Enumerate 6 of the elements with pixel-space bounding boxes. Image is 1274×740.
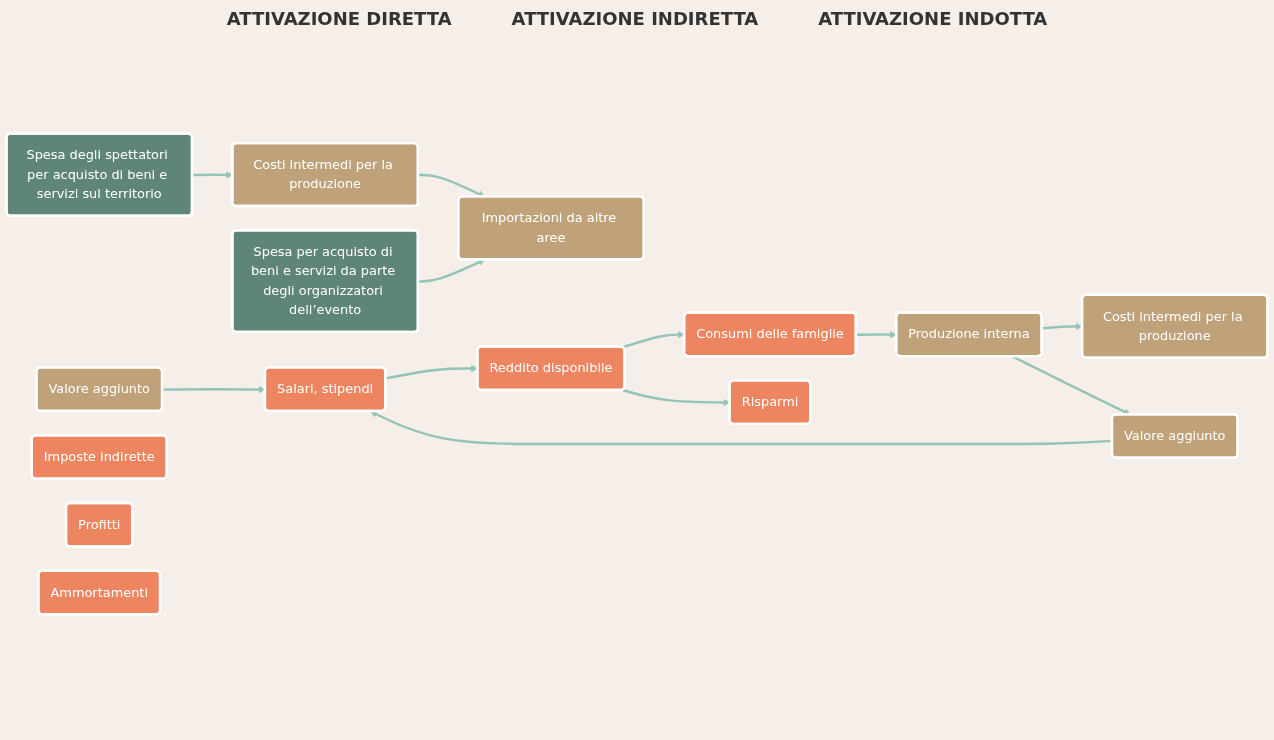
arrow [622, 331, 685, 349]
section-heading: ATTIVAZIONE INDIRETTA [511, 8, 759, 29]
arrow [418, 259, 485, 283]
section-heading: ATTIVAZIONE DIRETTA [226, 8, 452, 29]
arrow [856, 331, 897, 339]
section-heading: ATTIVAZIONE INDOTTA [818, 8, 1048, 29]
